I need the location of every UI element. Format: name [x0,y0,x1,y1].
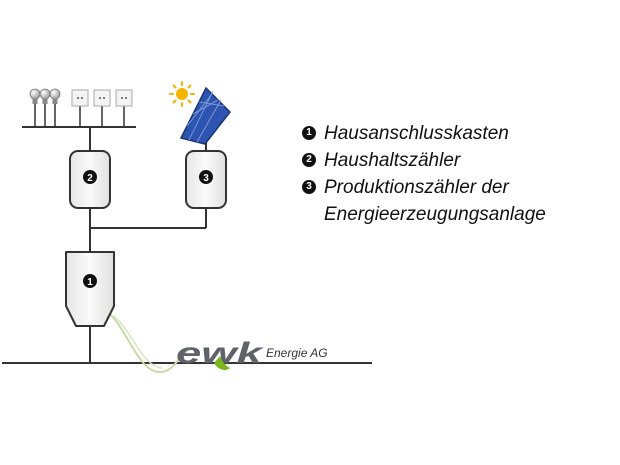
light-bulb-icon [49,88,61,104]
box-1-badge-icon [83,274,97,288]
box-1-house-connection [65,251,115,327]
box-3-number: 3 [203,173,209,184]
legend: 1 Hausanschlusskasten 2 Haushaltszähler … [300,120,610,228]
company-name: Energie AG [266,346,328,360]
legend-item-production-meter: 3 Produktionszähler der Energieerzeugung… [300,174,610,228]
legend-badge-2: 2 [302,153,316,167]
legend-badge-3: 3 [302,180,316,194]
company-logo: ewk [176,337,264,371]
legend-badge-1: 1 [302,126,316,140]
legend-label-1: Hausanschlusskasten [324,123,509,144]
solar-panel-icon [179,86,231,145]
box-3-badge-icon [199,170,213,184]
bus-drops [34,104,125,127]
light-bulb-icon [29,88,41,104]
power-socket-icon [93,89,111,107]
sun-icon [169,81,195,107]
power-socket-icon [115,89,133,107]
legend-label-3: Produktionszähler der Energieerzeugungsa… [324,177,546,225]
legend-item-house-connection: 1 Hausanschlusskasten [300,120,610,147]
light-bulb-icon [39,88,51,104]
legend-label-2: Haushaltszähler [324,150,461,171]
logo-leaf-icon [214,356,230,371]
power-socket-icon [71,89,89,107]
box-1-number: 1 [87,277,93,288]
box-2-badge-icon [83,170,97,184]
logo-swoosh-icon [107,311,195,374]
box-2-number: 2 [87,173,93,184]
legend-item-household-meter: 2 Haushaltszähler [300,147,610,174]
